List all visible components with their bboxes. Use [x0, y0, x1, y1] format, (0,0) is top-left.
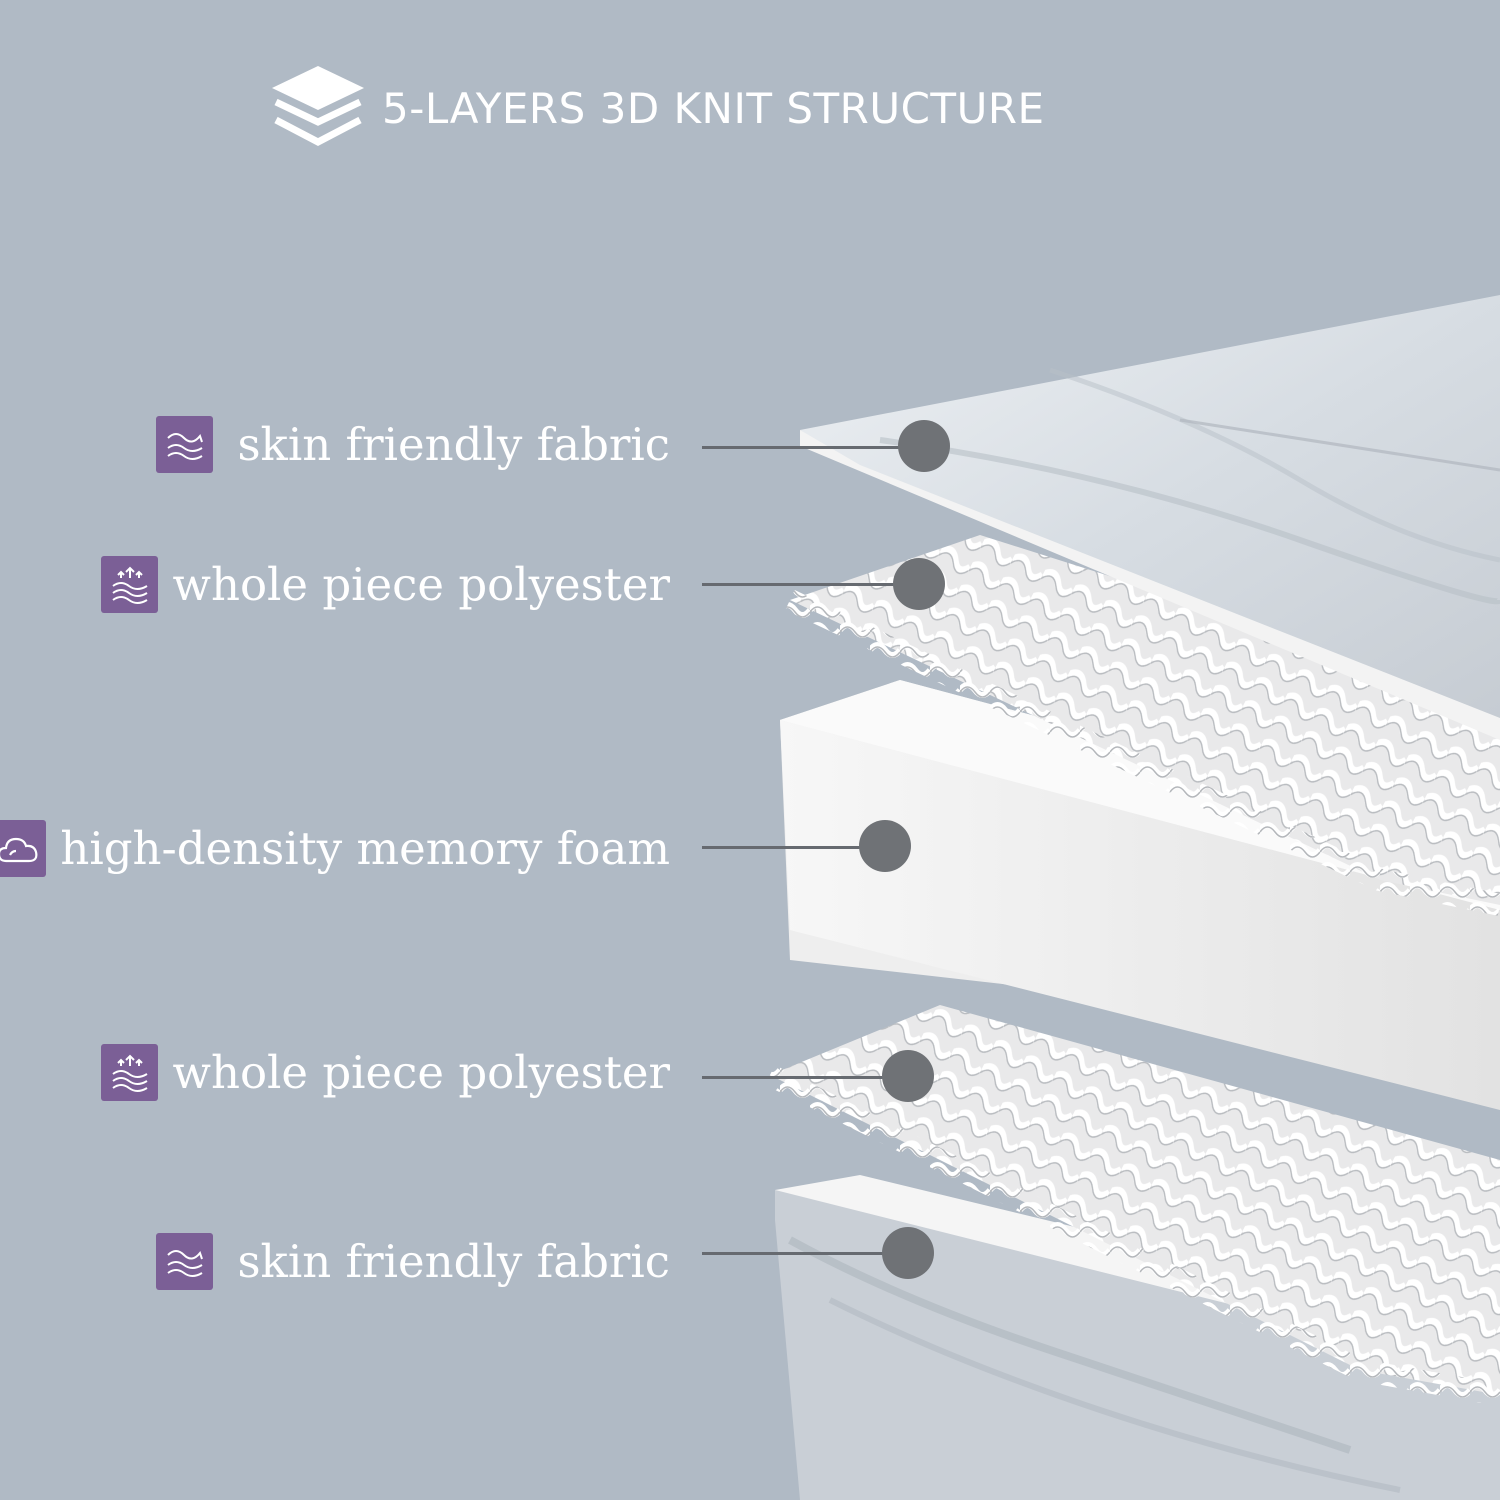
- bottom-knit-layer: [765, 1005, 1500, 1406]
- layer-label-text: whole piece polyester: [172, 1046, 670, 1099]
- page-title: 5-LAYERS 3D KNIT STRUCTURE: [382, 83, 1045, 133]
- layer-label-text: skin friendly fabric: [237, 418, 670, 471]
- leader-line-3: [702, 846, 882, 849]
- leader-line-1: [702, 446, 922, 449]
- cloud-icon: [0, 820, 47, 877]
- header: 5-LAYERS 3D KNIT STRUCTURE: [266, 62, 1045, 154]
- callout-dot-3: [859, 820, 911, 872]
- layer-label-2: whole piece polyester: [101, 556, 670, 613]
- callout-dot-1: [898, 420, 950, 472]
- fabric-waves-icon: [156, 416, 214, 473]
- layer-label-4: whole piece polyester: [101, 1044, 670, 1101]
- callout-dot-5: [882, 1227, 934, 1279]
- layer-label-text: whole piece polyester: [172, 558, 670, 611]
- leader-line-4: [702, 1076, 902, 1079]
- leader-line-5: [702, 1252, 902, 1255]
- layer-label-text: high-density memory foam: [60, 822, 670, 875]
- top-knit-layer: [785, 535, 1500, 916]
- leader-line-2: [702, 583, 917, 586]
- layer-label-1: skin friendly fabric: [156, 416, 670, 473]
- layer-label-3: high-density memory foam: [0, 820, 670, 877]
- layer-label-5: skin friendly fabric: [156, 1233, 670, 1290]
- fabric-waves-icon: [156, 1233, 214, 1290]
- layers-icon: [266, 62, 370, 154]
- breathable-waves-icon: [101, 556, 159, 613]
- callout-dot-4: [882, 1050, 934, 1102]
- layer-label-text: skin friendly fabric: [237, 1235, 670, 1288]
- top-fabric-layer: [800, 295, 1500, 740]
- callout-dot-2: [893, 558, 945, 610]
- breathable-waves-icon: [101, 1044, 159, 1101]
